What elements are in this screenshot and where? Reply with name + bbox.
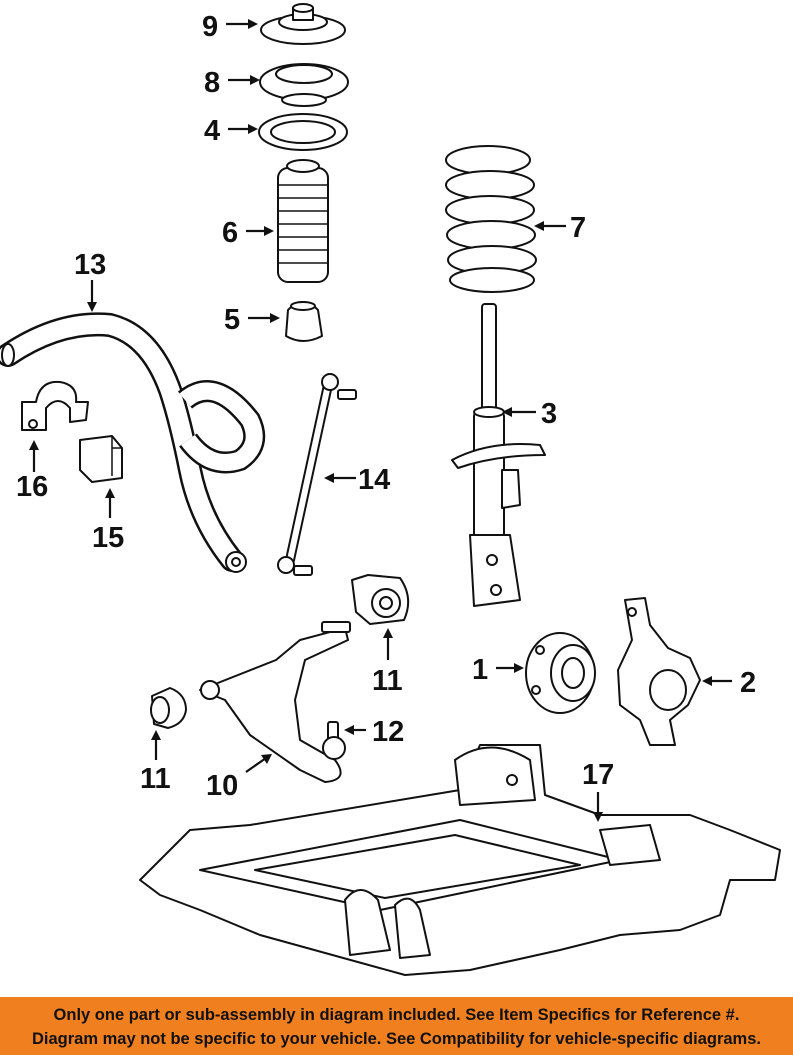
callout-5: 5 [224, 304, 240, 336]
part-stabilizer-bushing [79, 435, 123, 483]
part-engine-cradle [139, 744, 781, 976]
part-lower-control-arm [199, 621, 351, 783]
disclaimer-line-2: Diagram may not be specific to your vehi… [32, 1030, 761, 1048]
disclaimer-banner: Only one part or sub-assembly in diagram… [0, 997, 793, 1055]
disclaimer-line-1: Only one part or sub-assembly in diagram… [53, 1006, 740, 1024]
leader-lines [29, 19, 732, 822]
callout-11-upper: 11 [372, 665, 403, 697]
callout-11-lower: 11 [140, 763, 171, 795]
part-dust-boot [277, 159, 329, 283]
callout-17: 17 [582, 759, 614, 791]
part-bump-stop [285, 301, 323, 342]
part-ball-joint [322, 721, 346, 760]
callout-9: 9 [202, 11, 218, 43]
callout-10: 10 [206, 770, 238, 802]
part-wheel-hub [525, 632, 596, 714]
callout-14: 14 [358, 464, 390, 496]
part-strut-assembly [451, 303, 546, 607]
part-steering-knuckle [617, 597, 701, 746]
callout-7: 7 [570, 212, 586, 244]
part-spring-seat [259, 63, 349, 107]
callout-2: 2 [740, 667, 756, 699]
suspension-parts-diagram: 9 8 4 6 5 7 13 3 14 16 15 11 1 2 12 11 1… [0, 3, 781, 976]
callout-16: 16 [16, 471, 48, 503]
callout-8: 8 [204, 67, 220, 99]
callout-1: 1 [472, 654, 488, 686]
part-strut-mount [260, 3, 346, 45]
callout-15: 15 [92, 522, 124, 554]
callout-6: 6 [222, 217, 238, 249]
callout-12: 12 [372, 716, 404, 748]
callout-4: 4 [204, 115, 220, 147]
part-control-arm-bushing [351, 574, 410, 625]
callout-3: 3 [541, 398, 557, 430]
callout-13: 13 [74, 249, 106, 281]
part-stabilizer-bracket [21, 380, 89, 431]
part-strut-bearing [258, 113, 348, 151]
part-stabilizer-link [277, 373, 357, 576]
part-stabilizer-bar [0, 312, 266, 573]
part-coil-spring [445, 145, 537, 293]
part-control-arm-bushing-rear [150, 687, 187, 729]
